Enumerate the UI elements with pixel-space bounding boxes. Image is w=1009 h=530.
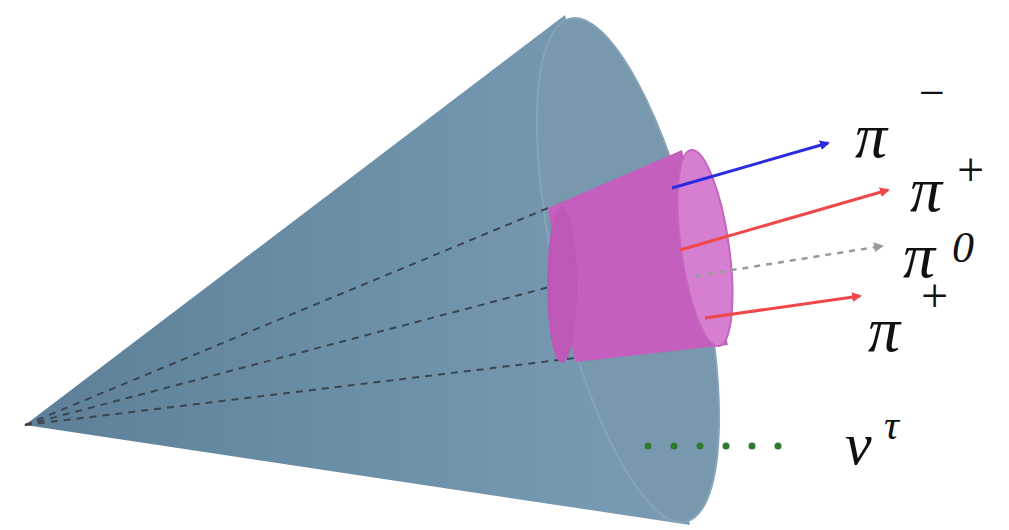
inner-cylinder-back bbox=[547, 207, 577, 363]
charge-superscript: + bbox=[954, 146, 986, 194]
flavour-superscript: τ bbox=[884, 404, 899, 446]
charge-superscript: + bbox=[918, 272, 950, 320]
pion-arrow bbox=[680, 190, 888, 250]
pion-arrow bbox=[672, 143, 828, 188]
particle-symbol: π bbox=[855, 104, 887, 168]
neutrino-dotted-line bbox=[645, 443, 782, 450]
charge-superscript: 0 bbox=[952, 226, 974, 270]
pion-arrow bbox=[705, 296, 860, 318]
cone-base bbox=[500, 2, 756, 530]
neutral-pion-arrow bbox=[695, 246, 882, 276]
particle-symbol: π bbox=[868, 298, 900, 362]
charge-superscript: − bbox=[916, 70, 947, 116]
particle-symbol: ν bbox=[845, 414, 872, 474]
particle-symbol: π bbox=[910, 158, 942, 222]
